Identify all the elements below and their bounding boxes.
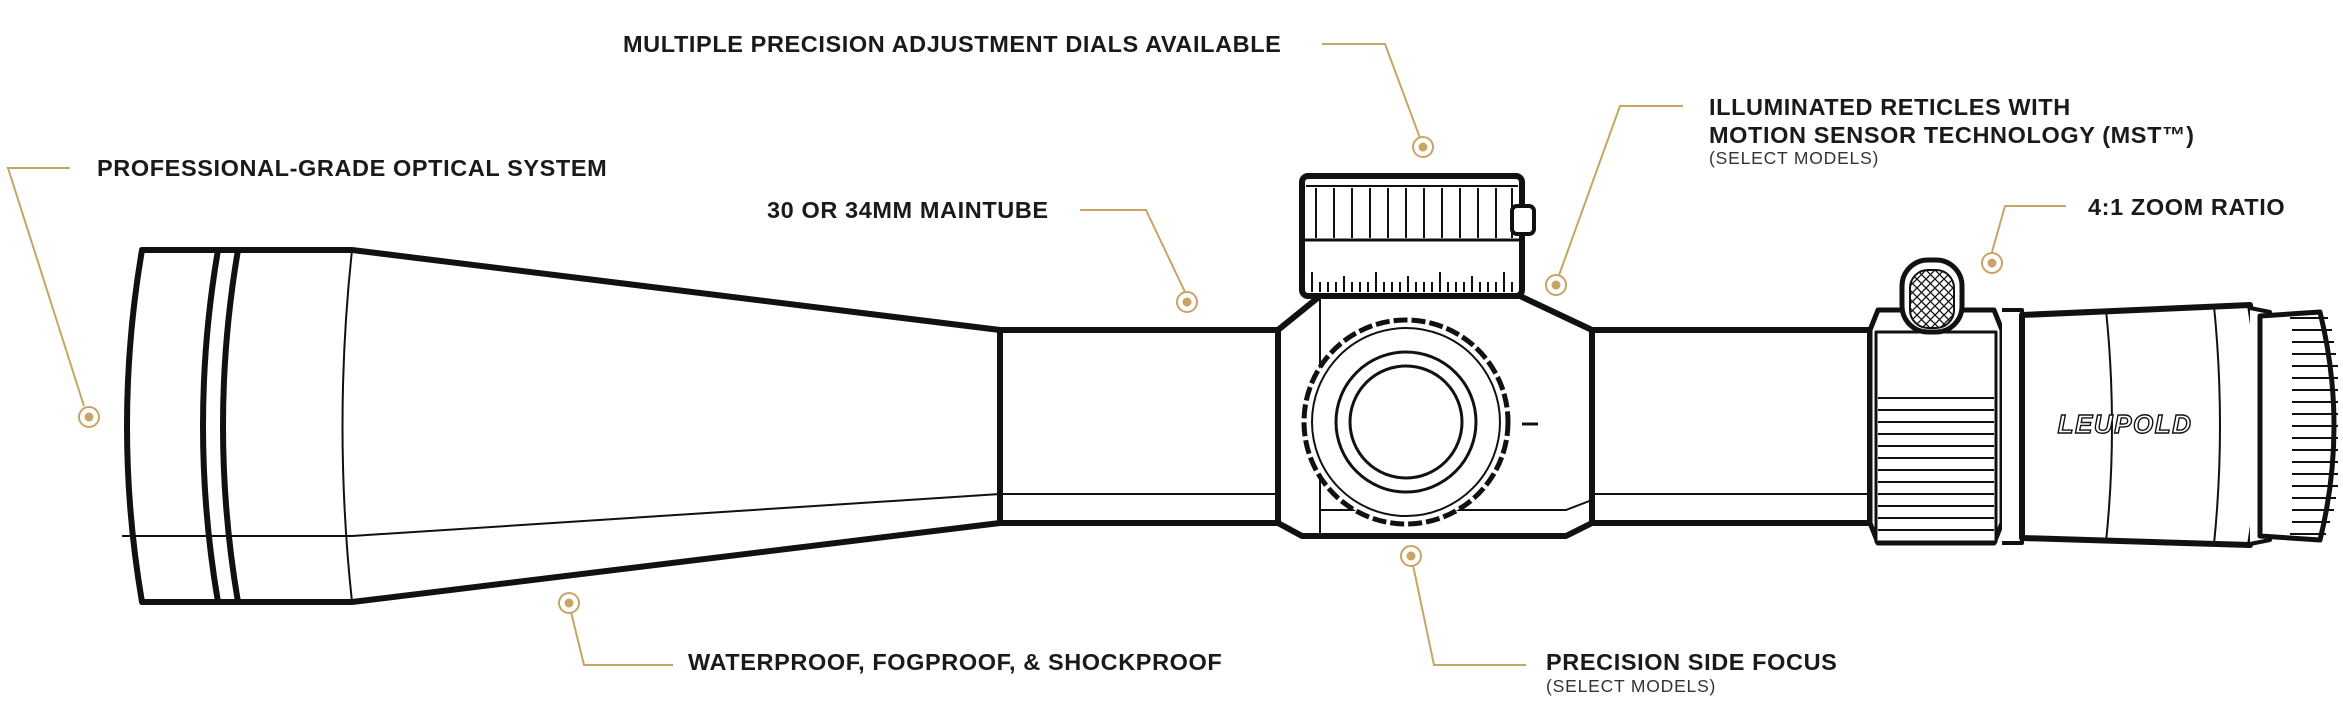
callout-focus-note: (SELECT MODELS) [1546, 676, 1717, 696]
marker-dials [1412, 136, 1434, 158]
marker-waterproof [558, 592, 580, 614]
callout-reticle-title-line2: MOTION SENSOR TECHNOLOGY (MST™) [1709, 122, 2195, 148]
callout-reticle-title-line1: ILLUMINATED RETICLES WITH [1709, 94, 2071, 120]
callout-reticle-note: (SELECT MODELS) [1709, 148, 1880, 168]
marker-optics [78, 406, 100, 428]
elevation-turret [1299, 173, 1536, 299]
callout-dials-title: MULTIPLE PRECISION ADJUSTMENT DIALS AVAI… [623, 31, 1282, 57]
callout-zoom-title: 4:1 ZOOM RATIO [2088, 194, 2286, 220]
marker-reticle [1545, 274, 1567, 296]
callout-maintube-title: 30 OR 34MM MAINTUBE [767, 197, 1049, 223]
callout-waterproof-title: WATERPROOF, FOGPROOF, & SHOCKPROOF [688, 649, 1223, 675]
leader-lines [6, 43, 2066, 666]
callout-markers [78, 136, 2003, 614]
marker-zoom [1981, 252, 2003, 274]
marker-maintube [1176, 291, 1198, 313]
brand-logo: LEUPOLD [2058, 409, 2193, 439]
side-focus-dial [1301, 317, 1538, 527]
marker-focus [1400, 545, 1422, 567]
callout-optics-title: PROFESSIONAL-GRADE OPTICAL SYSTEM [97, 155, 608, 181]
eyepiece [1867, 257, 2338, 548]
callout-focus-title: PRECISION SIDE FOCUS [1546, 649, 1838, 675]
objective-bell [122, 247, 1003, 605]
